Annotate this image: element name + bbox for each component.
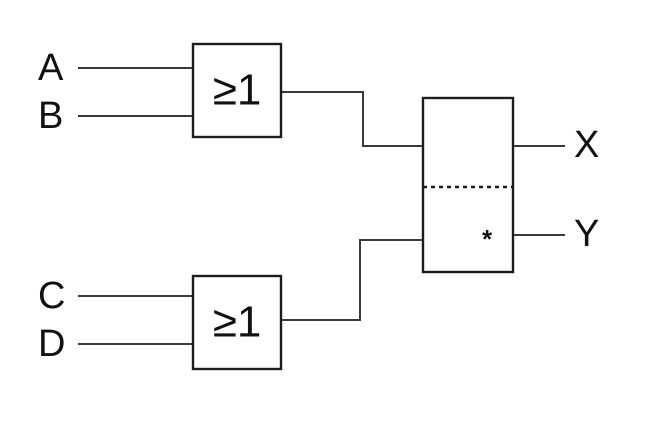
or-gate-2-label: ≥1 bbox=[213, 298, 262, 347]
asterisk-marker: * bbox=[482, 224, 493, 254]
or-gate-1-label: ≥1 bbox=[213, 66, 262, 115]
or-gate-1[interactable]: ≥1 bbox=[191, 42, 283, 139]
input-label-a: A bbox=[38, 47, 64, 89]
or-gate-2-box[interactable] bbox=[191, 274, 283, 371]
wire-or-gate-1-to-output-block bbox=[281, 91, 423, 147]
or-gate-1-box[interactable] bbox=[191, 42, 283, 139]
input-label-c: C bbox=[38, 275, 65, 317]
output-label-y: Y bbox=[574, 213, 599, 255]
input-label-d: D bbox=[38, 323, 65, 365]
output-label-x: X bbox=[574, 124, 599, 166]
output-block[interactable]: * bbox=[421, 96, 515, 274]
input-label-b: B bbox=[38, 95, 63, 137]
wire-or-gate-2-to-output-block bbox=[281, 239, 423, 321]
or-gate-2[interactable]: ≥1 bbox=[191, 274, 283, 371]
output-block-box[interactable] bbox=[421, 96, 515, 274]
